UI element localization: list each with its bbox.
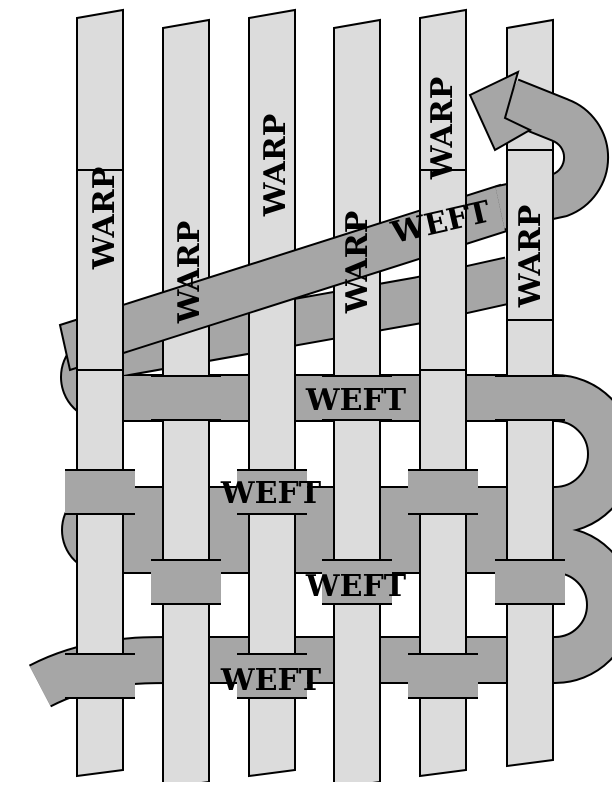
warp-label-2: WARP (172, 221, 207, 325)
warp-label-3: WARP (258, 114, 293, 218)
weft-label-5: WEFT (220, 663, 322, 698)
weft-label-4: WEFT (305, 569, 407, 604)
weft-over-segment (65, 654, 135, 698)
weft-over-segment (495, 376, 565, 420)
weft-over-segment (408, 470, 478, 514)
weft-over-segment (495, 560, 565, 604)
weft-over-segment (408, 654, 478, 698)
weft-over-segment (151, 560, 221, 604)
warp-label-6: WARP (513, 205, 548, 309)
warp-label-5: WARP (425, 77, 460, 181)
weft-over-segment (151, 376, 221, 420)
warp-label-4: WARP (340, 211, 375, 315)
weft-label-2: WEFT (305, 383, 407, 418)
weft-label-3: WEFT (220, 476, 322, 511)
warp-label-1: WARP (87, 167, 122, 271)
weft-over-segment (65, 470, 135, 514)
